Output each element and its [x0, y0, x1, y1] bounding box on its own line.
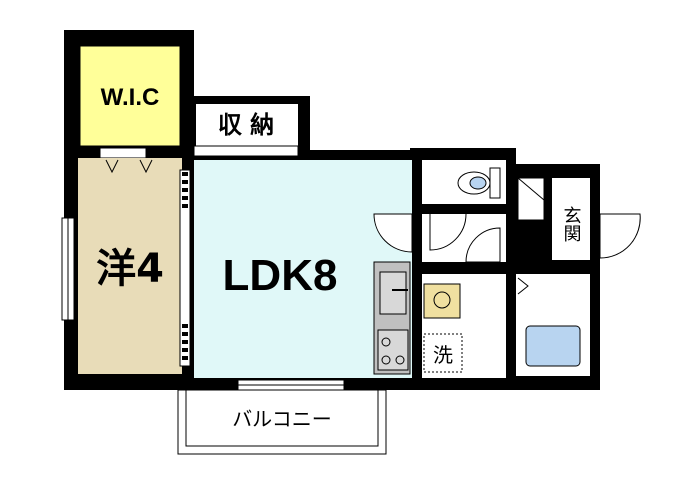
- partition-sliding-door[interactable]: [179, 169, 191, 367]
- western-door[interactable]: [105, 159, 153, 174]
- washroom-door[interactable]: [465, 227, 501, 263]
- ldk-door[interactable]: [373, 213, 413, 253]
- wic-room: [79, 45, 181, 147]
- entrance-label: 玄関: [561, 206, 582, 242]
- toilet: [457, 167, 501, 199]
- balcony-label: バルコニー: [232, 407, 332, 431]
- kitchen-sink: [379, 271, 407, 315]
- wic-door[interactable]: [99, 147, 147, 159]
- stove: [377, 329, 409, 371]
- storage-label: 収 納: [218, 111, 274, 139]
- washer-space: [423, 333, 463, 373]
- entrance: [552, 178, 590, 260]
- shoe-shelf: [517, 177, 545, 221]
- bathtub: [525, 325, 581, 367]
- washbasin: [423, 283, 461, 319]
- wic-label: W.I.C: [101, 84, 160, 111]
- balcony: [177, 389, 387, 455]
- washroom-label: 洗: [433, 343, 453, 367]
- kitchen-counter: [373, 261, 411, 375]
- storage-room: [196, 104, 298, 146]
- entrance-door[interactable]: [599, 213, 641, 259]
- ldk-label: LDK8: [223, 251, 338, 300]
- partition-marks: [182, 172, 188, 360]
- toilet-door[interactable]: [429, 213, 467, 251]
- western-label: 洋4: [96, 246, 164, 292]
- western-room: [78, 158, 182, 374]
